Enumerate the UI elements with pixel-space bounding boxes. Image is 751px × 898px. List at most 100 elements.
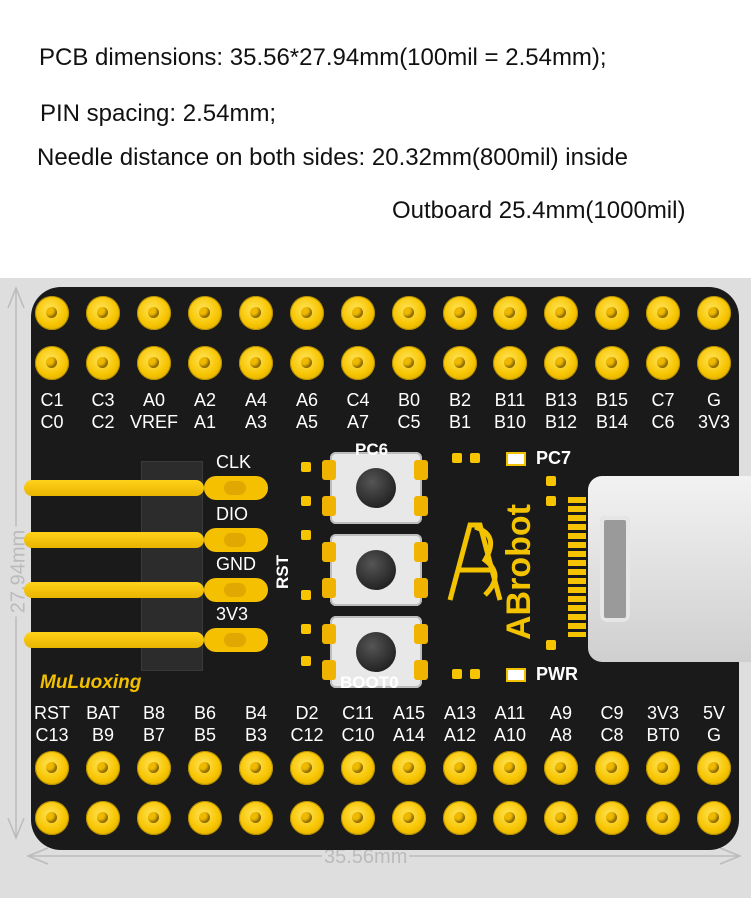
header-pin bbox=[493, 296, 527, 330]
boot0-label: BOOT0 bbox=[340, 673, 399, 692]
rst-label: RST bbox=[273, 555, 292, 589]
smd-component bbox=[546, 640, 556, 650]
header-pin bbox=[137, 346, 171, 380]
pin-label: B2 bbox=[448, 390, 472, 410]
button-pad bbox=[322, 460, 336, 480]
spec-pin-spacing: PIN spacing: 2.54mm; bbox=[40, 100, 277, 127]
pin-label: C8 bbox=[600, 725, 624, 745]
smd-component bbox=[301, 624, 311, 634]
smd-component bbox=[301, 462, 311, 472]
pc6-button bbox=[330, 452, 422, 524]
pin-label: C13 bbox=[35, 725, 69, 745]
pin-label: G bbox=[706, 390, 721, 410]
button-pad bbox=[414, 496, 428, 516]
pin-label: C0 bbox=[40, 412, 64, 432]
pwr-resistor-pad bbox=[470, 669, 480, 679]
pin-label: C4 bbox=[346, 390, 370, 410]
smd-component bbox=[546, 476, 556, 486]
pin-label: A10 bbox=[493, 725, 527, 745]
pin-label: B10 bbox=[493, 412, 527, 432]
spec-needle-distance: Needle distance on both sides: 20.32mm(8… bbox=[37, 144, 628, 171]
debug-pad bbox=[204, 528, 268, 552]
boot0-button bbox=[330, 616, 422, 688]
pin-label: C12 bbox=[290, 725, 324, 745]
pin-label: 5V bbox=[702, 703, 726, 723]
pin-label: B12 bbox=[544, 412, 578, 432]
pin-label: A1 bbox=[193, 412, 217, 432]
header-pin bbox=[493, 346, 527, 380]
smd-component bbox=[301, 656, 311, 666]
header-pin bbox=[443, 801, 477, 835]
debug-pad bbox=[204, 578, 268, 602]
pin-label: C5 bbox=[397, 412, 421, 432]
header-pin bbox=[392, 751, 426, 785]
pin-label: B3 bbox=[244, 725, 268, 745]
header-pin bbox=[443, 751, 477, 785]
pin-label: C2 bbox=[91, 412, 115, 432]
pin-label: A5 bbox=[295, 412, 319, 432]
pin-label: C7 bbox=[651, 390, 675, 410]
pin-label: C10 bbox=[341, 725, 375, 745]
header-pin bbox=[86, 346, 120, 380]
pwr-resistor bbox=[452, 669, 462, 679]
header-pin bbox=[35, 346, 69, 380]
header-pin bbox=[544, 296, 578, 330]
debug-label: 3V3 bbox=[216, 604, 249, 624]
pin-label: C1 bbox=[40, 390, 64, 410]
pin-label: BAT bbox=[86, 703, 120, 723]
header-pin bbox=[341, 751, 375, 785]
header-pin bbox=[392, 296, 426, 330]
pin-label: A8 bbox=[549, 725, 573, 745]
pin-label: C11 bbox=[342, 703, 374, 723]
header-pin bbox=[392, 346, 426, 380]
pin-label: A4 bbox=[244, 390, 268, 410]
header-pin bbox=[595, 296, 629, 330]
abrobot-logo-icon bbox=[447, 522, 503, 601]
header-pin bbox=[86, 751, 120, 785]
header-pin bbox=[239, 801, 273, 835]
pin-label: D2 bbox=[295, 703, 319, 723]
button-pad bbox=[322, 660, 336, 680]
header-pin bbox=[188, 346, 222, 380]
header-pin bbox=[493, 801, 527, 835]
pin-label: C9 bbox=[600, 703, 624, 723]
header-pin bbox=[646, 346, 680, 380]
debug-label: CLK bbox=[216, 452, 252, 472]
pc7-led bbox=[506, 452, 526, 466]
header-pin bbox=[35, 296, 69, 330]
debug-pin bbox=[24, 532, 204, 548]
pin-label: 3V3 bbox=[646, 703, 680, 723]
pc7-resistor bbox=[452, 453, 462, 463]
debug-label: DIO bbox=[216, 504, 249, 524]
header-pin bbox=[697, 751, 731, 785]
header-pin bbox=[137, 801, 171, 835]
debug-pad bbox=[204, 628, 268, 652]
pin-label: B14 bbox=[595, 412, 629, 432]
button-pad bbox=[414, 542, 428, 562]
pin-label: A0 bbox=[142, 390, 166, 410]
header-pin bbox=[341, 801, 375, 835]
debug-pad bbox=[204, 476, 268, 500]
header-pin bbox=[137, 751, 171, 785]
width-dimension-label: 35.56mm bbox=[322, 846, 410, 869]
header-pin bbox=[290, 296, 324, 330]
usb-c-connector bbox=[588, 476, 751, 662]
pin-label: A14 bbox=[392, 725, 426, 745]
pin-label: B4 bbox=[244, 703, 268, 723]
pin-label: A7 bbox=[346, 412, 370, 432]
pin-label: A9 bbox=[549, 703, 573, 723]
pin-label: A11 bbox=[494, 703, 526, 723]
pin-label: A15 bbox=[392, 703, 426, 723]
header-pin bbox=[544, 346, 578, 380]
pin-label: RST bbox=[34, 703, 70, 723]
header-pin bbox=[443, 296, 477, 330]
pin-label: A2 bbox=[193, 390, 217, 410]
button-pad bbox=[322, 542, 336, 562]
header-pin bbox=[290, 751, 324, 785]
debug-pin bbox=[24, 582, 204, 598]
header-pin bbox=[35, 751, 69, 785]
header-pin bbox=[188, 801, 222, 835]
debug-pin bbox=[24, 632, 204, 648]
header-pin bbox=[493, 751, 527, 785]
header-pin bbox=[341, 296, 375, 330]
